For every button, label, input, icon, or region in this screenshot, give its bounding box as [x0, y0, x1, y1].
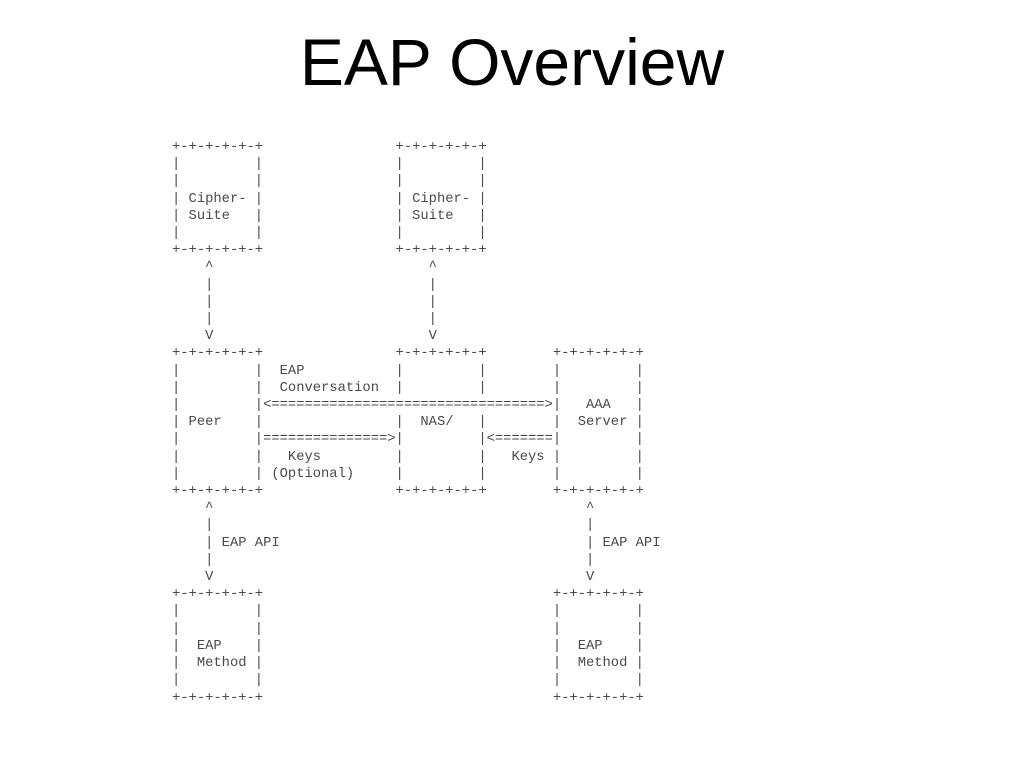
- page-title: EAP Overview: [299, 25, 725, 99]
- eap-architecture-ascii-diagram: +-+-+-+-+-+ +-+-+-+-+-+ | | | | | | | | …: [172, 140, 661, 706]
